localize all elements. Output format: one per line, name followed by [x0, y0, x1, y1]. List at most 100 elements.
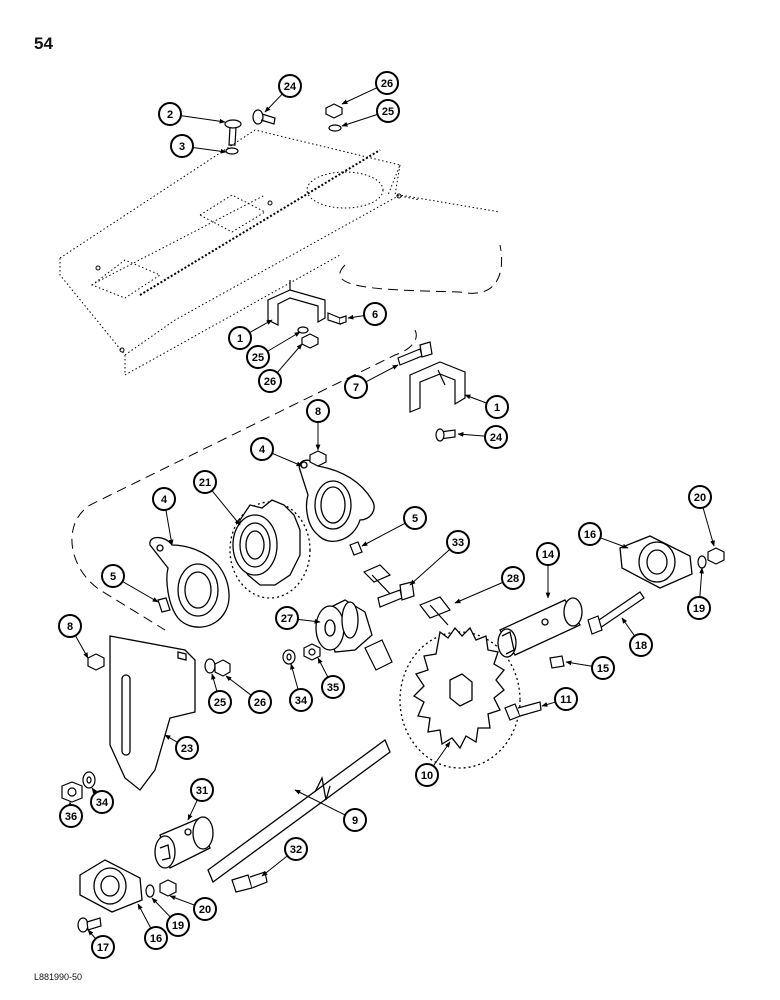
callout-27: 27	[275, 606, 299, 630]
callout-circle	[59, 804, 83, 828]
callout-number: 25	[252, 352, 264, 364]
callout-number: 27	[281, 613, 293, 625]
nut-20-upper	[707, 547, 725, 565]
callout-number: 9	[352, 815, 358, 827]
callout-number: 7	[353, 382, 359, 394]
callout-17: 17	[91, 935, 115, 959]
nut-36	[61, 781, 83, 803]
callout-number: 23	[181, 743, 193, 755]
callout-15: 15	[591, 656, 615, 680]
callout-number: 35	[327, 682, 339, 694]
callout-circle	[629, 633, 653, 657]
carriage-bolt-17	[77, 917, 102, 933]
callout-34: 34	[289, 688, 313, 712]
callout-1: 1	[485, 395, 509, 419]
callout-14: 14	[536, 542, 560, 566]
nut-35	[303, 643, 321, 661]
callout-number: 33	[452, 537, 464, 549]
callout-26: 26	[258, 369, 282, 393]
washer-34-lower	[82, 771, 96, 789]
figure-code: L881990-50	[34, 972, 83, 982]
callout-circle	[403, 506, 427, 530]
leader-c16a	[600, 537, 629, 549]
leader-c10	[432, 741, 451, 767]
callout-20: 20	[193, 897, 217, 921]
callout-35: 35	[321, 675, 345, 699]
callout-circle	[144, 926, 168, 950]
idler-spool-27	[315, 599, 373, 653]
callout-circle	[90, 790, 114, 814]
callout-circle	[687, 596, 711, 620]
callout-circle	[170, 134, 194, 158]
callout-circle	[208, 690, 232, 714]
callout-8: 8	[58, 614, 82, 638]
adjuster-plate-23	[109, 635, 196, 791]
callout-circle	[152, 487, 176, 511]
callout-36: 36	[59, 804, 83, 828]
assembly-outline	[71, 244, 503, 631]
callout-number: 14	[542, 549, 555, 561]
bearing-flange-4-left	[149, 536, 230, 628]
bolt-6	[327, 312, 347, 325]
callout-21: 21	[193, 470, 217, 494]
carriage-bolt-2	[224, 119, 242, 146]
leader-c24a	[264, 93, 283, 113]
callout-number: 8	[315, 406, 321, 418]
callout-25: 25	[246, 345, 270, 369]
callout-number: 18	[635, 640, 647, 652]
nut-8-top	[309, 450, 327, 467]
leader-c8b	[74, 635, 89, 659]
frame-panel	[59, 129, 501, 376]
callout-number: 4	[259, 444, 266, 456]
leader-c35	[317, 657, 329, 678]
leader-c7	[365, 364, 399, 383]
bolt-7	[397, 341, 433, 366]
leader-c4b	[165, 509, 174, 546]
callout-number: 25	[214, 697, 226, 709]
leader-c1a	[249, 319, 273, 334]
callout-number: 24	[284, 81, 297, 93]
callout-number: 25	[382, 106, 394, 118]
bolt-32	[231, 871, 268, 893]
callout-number: 11	[560, 694, 572, 706]
callout-number: 19	[172, 920, 184, 932]
bracket-1-upper	[267, 280, 326, 326]
bolt-33	[377, 581, 415, 608]
callout-19: 19	[687, 596, 711, 620]
nut-8-left	[87, 653, 105, 671]
callout-number: 6	[372, 309, 378, 321]
callout-circle	[688, 485, 712, 509]
callout-circle	[344, 375, 368, 399]
callout-circle	[536, 542, 560, 566]
leader-c5b	[122, 581, 159, 603]
callout-number: 26	[381, 78, 393, 90]
leader-c26a	[341, 87, 378, 105]
leader-c26c	[225, 675, 252, 696]
leader-c17	[87, 929, 97, 940]
callout-number: 17	[97, 942, 109, 954]
callout-circle	[193, 470, 217, 494]
callout-number: 5	[412, 513, 418, 525]
washer-34-mid	[282, 649, 296, 665]
callout-circle	[501, 566, 525, 590]
callout-circle	[343, 808, 367, 832]
leader-c25a	[341, 113, 378, 127]
sprocket-10	[399, 626, 521, 769]
callout-number: 19	[693, 603, 705, 615]
bolt-24-top	[252, 109, 276, 125]
callout-circle	[258, 369, 282, 393]
callout-circle	[306, 399, 330, 423]
callout-number: 34	[295, 695, 308, 707]
callout-number: 36	[65, 811, 77, 823]
bracket-1-lower	[409, 361, 466, 413]
bolt-18	[587, 591, 645, 635]
callout-number: 16	[584, 529, 596, 541]
leader-c11	[541, 701, 556, 707]
grease-fitting-5-right	[349, 541, 363, 556]
callout-28: 28	[501, 566, 525, 590]
callout-circle	[446, 530, 470, 554]
hex-shaft-9	[207, 738, 391, 884]
